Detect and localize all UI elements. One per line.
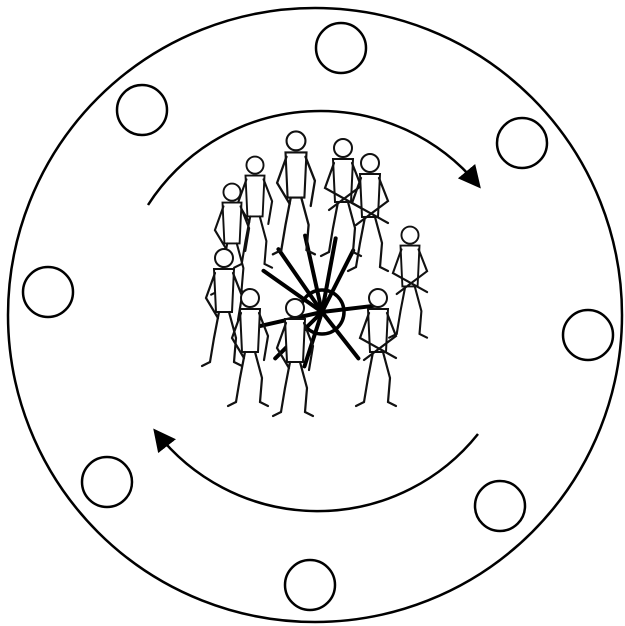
- perimeter-marker-5: [563, 310, 613, 360]
- perimeter-marker-7: [475, 481, 525, 531]
- clockwise-arrow-bottom: [156, 432, 478, 511]
- center-group: [202, 131, 427, 416]
- perimeter-marker-6: [82, 457, 132, 507]
- person-figure-6: [389, 227, 427, 338]
- person-figure-1: [273, 131, 315, 254]
- perimeter-marker-3: [497, 118, 547, 168]
- perimeter-marker-4: [23, 267, 73, 317]
- perimeter-marker-8: [285, 560, 335, 610]
- perimeter-marker-2: [117, 85, 167, 135]
- perimeter-marker-1: [316, 23, 366, 73]
- person-figure-8: [228, 289, 268, 406]
